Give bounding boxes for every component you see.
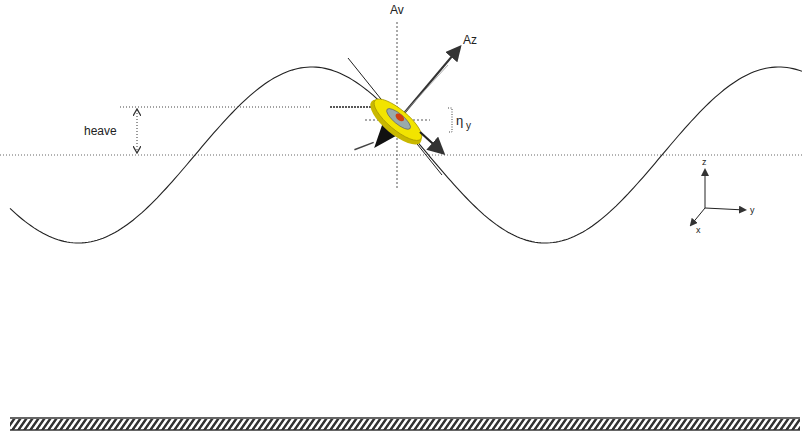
buoy bbox=[341, 91, 429, 179]
axis-label: y bbox=[750, 206, 755, 215]
az-arrow bbox=[400, 48, 459, 118]
x-axis bbox=[691, 208, 705, 225]
z-axis bbox=[705, 170, 706, 208]
seabed bbox=[10, 419, 800, 430]
axis-label: z bbox=[702, 158, 707, 167]
seabed-edge bbox=[10, 417, 800, 419]
seabed-edge bbox=[10, 429, 800, 431]
eta-bracket bbox=[448, 108, 452, 132]
heave-line bbox=[120, 107, 312, 108]
mean-level bbox=[0, 155, 802, 156]
tangent-line bbox=[348, 58, 442, 175]
axis-label: Av bbox=[390, 4, 404, 16]
y-axis bbox=[705, 208, 745, 210]
symbol-label: η bbox=[456, 114, 463, 127]
axis-label: Az bbox=[463, 34, 477, 46]
wave-curve bbox=[10, 67, 802, 243]
heave-arrow bbox=[137, 110, 138, 152]
az-cone bbox=[405, 65, 448, 112]
symbol-label: y bbox=[466, 121, 471, 131]
v-arrow bbox=[420, 132, 442, 152]
dimension-label: heave bbox=[84, 125, 117, 137]
axis-label: x bbox=[696, 226, 701, 235]
